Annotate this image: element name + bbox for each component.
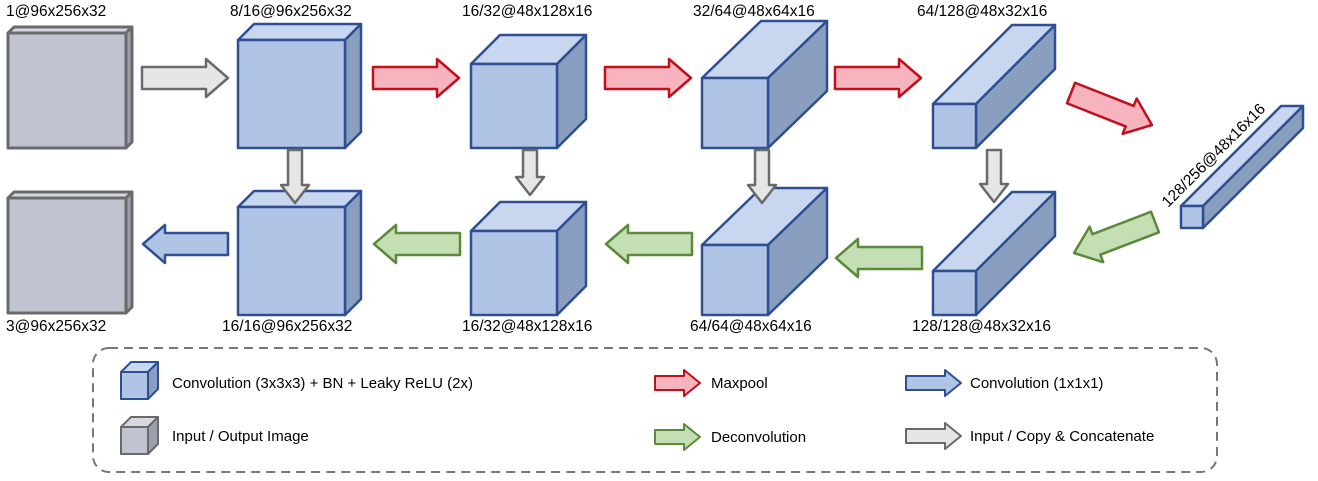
dec4-block bbox=[931, 190, 1057, 317]
maxpool-arrow-3 bbox=[833, 57, 923, 99]
legend-conv-block-icon-front bbox=[120, 371, 149, 400]
legend-conv-block-icon bbox=[120, 361, 159, 400]
enc2-block-front bbox=[469, 62, 559, 150]
deconv-arrow-3 bbox=[604, 223, 694, 265]
input-image-block-front bbox=[6, 31, 128, 150]
copy-arrow-3 bbox=[746, 148, 778, 205]
output-image-block-front bbox=[6, 196, 128, 315]
legend-copy-label: Input / Copy & Concatenate bbox=[970, 428, 1154, 445]
legend-conv-block-label: Convolution (3x3x3) + BN + Leaky ReLU (2… bbox=[172, 375, 473, 392]
enc3-block bbox=[700, 19, 829, 150]
legend-copy-arrow bbox=[905, 422, 962, 450]
enc1-block-side bbox=[343, 22, 363, 150]
enc4-block-front bbox=[931, 102, 978, 150]
maxpool-arrow-4 bbox=[1065, 81, 1154, 136]
legend-io-image-label: Input / Output Image bbox=[172, 428, 309, 445]
legend-deconv-arrow bbox=[654, 423, 701, 451]
dec1-block-front bbox=[236, 205, 347, 317]
label-enc1: 8/16@96x256x32 bbox=[230, 3, 352, 20]
legend-io-image-icon-front bbox=[120, 426, 149, 455]
legend-maxpool-label: Maxpool bbox=[711, 375, 768, 392]
dec1-block bbox=[236, 189, 363, 317]
maxpool-arrow-1 bbox=[371, 57, 461, 99]
enc1-block-top bbox=[236, 22, 363, 42]
legend-io-image-icon bbox=[120, 416, 159, 455]
dec1-block-side bbox=[343, 189, 363, 317]
conv1-arrow bbox=[141, 223, 230, 265]
label-enc2: 16/32@48x128x16 bbox=[462, 3, 592, 20]
input-image-block bbox=[6, 25, 134, 150]
enc2-block bbox=[469, 33, 588, 150]
legend-conv1-label: Convolution (1x1x1) bbox=[970, 375, 1103, 392]
label-dec3: 64/64@48x64x16 bbox=[690, 318, 812, 335]
bottleneck-block-front bbox=[1179, 204, 1205, 230]
enc4-block bbox=[931, 23, 1057, 150]
enc1-block bbox=[236, 22, 363, 150]
label-dec1: 16/16@96x256x32 bbox=[222, 318, 352, 335]
label-dec4: 128/128@48x32x16 bbox=[912, 318, 1051, 335]
dec2-block-front bbox=[469, 229, 559, 317]
input-copy-arrow bbox=[140, 57, 230, 99]
enc3-block-front bbox=[700, 76, 770, 150]
deconv-arrow-2 bbox=[834, 237, 924, 279]
label-output: 3@96x256x32 bbox=[6, 318, 106, 335]
legend-deconv-label: Deconvolution bbox=[711, 429, 806, 446]
label-input: 1@96x256x32 bbox=[6, 3, 106, 20]
label-dec2: 16/32@48x128x16 bbox=[462, 318, 592, 335]
maxpool-arrow-2 bbox=[603, 57, 693, 99]
diagram-shapes bbox=[6, 19, 1305, 455]
bottleneck-block bbox=[1179, 104, 1305, 230]
copy-arrow-4 bbox=[978, 148, 1010, 204]
legend-maxpool-arrow bbox=[654, 369, 701, 397]
label-enc3: 32/64@48x64x16 bbox=[693, 3, 815, 20]
legend-box bbox=[92, 347, 1218, 473]
legend-conv1-arrow bbox=[905, 369, 962, 397]
enc1-block-front bbox=[236, 38, 347, 150]
dec4-block-front bbox=[931, 269, 978, 317]
output-image-block bbox=[6, 190, 134, 315]
dec2-block bbox=[469, 200, 588, 317]
copy-arrow-2 bbox=[514, 148, 546, 197]
deconv-arrow-1 bbox=[1072, 210, 1161, 264]
dec3-block bbox=[700, 186, 829, 317]
dec3-block-front bbox=[700, 243, 770, 317]
copy-arrow-1 bbox=[279, 148, 311, 205]
deconv-arrow-4 bbox=[372, 223, 462, 265]
label-enc4: 64/128@48x32x16 bbox=[917, 3, 1047, 20]
